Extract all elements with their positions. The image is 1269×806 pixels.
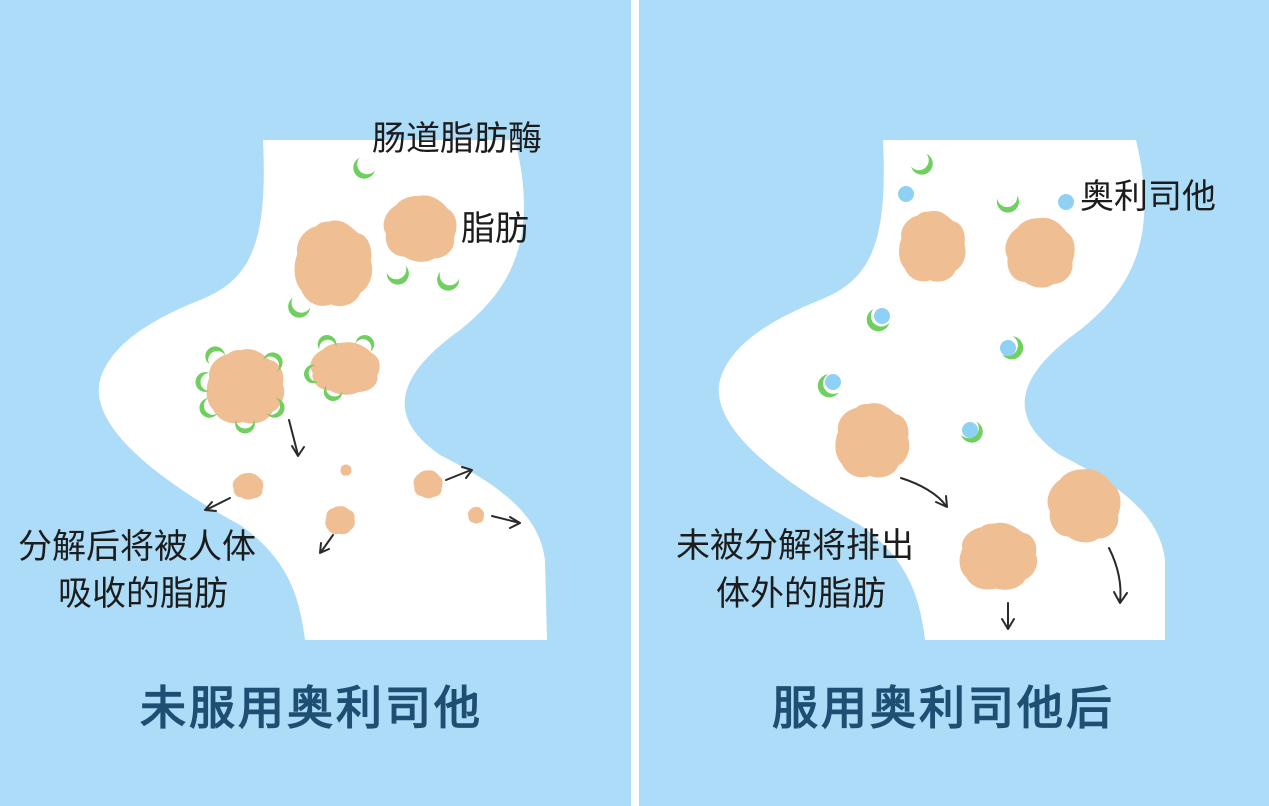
- inhibited-enzyme: [813, 373, 841, 402]
- left-intestine: [98, 140, 548, 640]
- orlistat-label: 奥利司他: [1080, 177, 1216, 217]
- absorbed-fat-label-line1: 分解后将被人体: [18, 527, 256, 567]
- right-panel: 奥利司他 未被分解将排出 体外的脂肪 服用奥利司他后: [639, 0, 1269, 806]
- absorbed-fat-label-line2: 吸收的脂肪: [58, 574, 228, 614]
- orlistat-icon: [898, 186, 914, 202]
- enzyme-label: 肠道脂肪酶: [372, 119, 542, 159]
- left-panel: 肠道脂肪酶 脂肪 分解后将被人体 吸收的脂肪 未服用奥利司他: [0, 0, 631, 806]
- right-panel-title: 服用奥利司他后: [772, 681, 1115, 735]
- orlistat-icon: [1058, 194, 1074, 210]
- excreted-fat-label-line2: 体外的脂肪: [716, 574, 886, 614]
- inhibited-enzyme: [862, 308, 891, 336]
- inhibited-enzyme: [1000, 335, 1028, 364]
- inhibited-enzyme: [960, 421, 988, 448]
- fat-label: 脂肪: [461, 209, 529, 249]
- excreted-fat-label-line1: 未被分解将排出: [676, 526, 914, 566]
- absorption-arrows: [204, 419, 521, 554]
- left-panel-title: 未服用奥利司他: [140, 681, 483, 735]
- excretion-arrows: [900, 477, 1128, 630]
- panel-divider: [631, 0, 639, 806]
